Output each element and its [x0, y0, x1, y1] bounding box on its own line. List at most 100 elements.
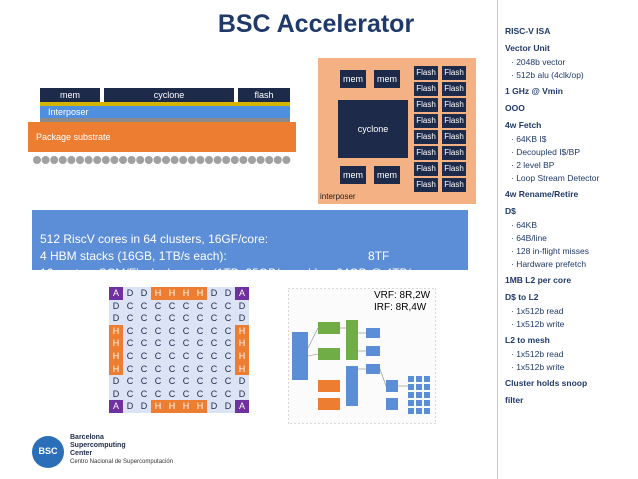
grid-cell: C [123, 337, 137, 350]
grid-cell: C [123, 387, 137, 401]
grid-cell: C [207, 375, 221, 388]
grid-cell: C [221, 312, 235, 325]
grid-cell: C [151, 324, 165, 338]
grid-cell: D [123, 400, 137, 413]
package-side-view: mem cyclone flash Interposer Package sub… [28, 88, 296, 188]
summary-box: 512 RiscV cores in 64 clusters, 16GF/cor… [32, 210, 468, 297]
solder-ball [153, 156, 162, 164]
sidebar-heading: OOO [505, 103, 525, 113]
summary-line-3-text: 16 custom SCM/Flash channels (1TB, 25GB/… [40, 266, 323, 280]
green-block-2 [318, 348, 340, 360]
solder-ball [187, 156, 196, 164]
vrf-label: VRF: 8R,2W [374, 290, 431, 301]
grid-cell: C [137, 362, 151, 376]
top-mem-4: mem [374, 166, 400, 184]
grid-cell: D [235, 387, 249, 401]
grid-cell: H [193, 287, 207, 300]
flash-chip: Flash [442, 130, 466, 144]
side-flash-chip: flash [238, 88, 290, 102]
sidebar-heading: D$ [505, 206, 516, 216]
bsc-logo-mark: BSC [32, 436, 64, 468]
grid-cell: D [123, 287, 137, 300]
logo-line-1: Barcelona [70, 434, 104, 441]
grid-cell: H [151, 400, 165, 413]
hen-block [292, 332, 308, 380]
solder-ball [67, 156, 76, 164]
solder-ball [76, 156, 84, 164]
grid-cell: C [207, 299, 221, 313]
grid-cell: D [207, 287, 221, 300]
grid-cell: C [137, 324, 151, 338]
package-top-view: mem mem cyclone mem mem interposer Flash… [318, 58, 476, 204]
grid-cell: D [207, 400, 221, 413]
grid-cell: C [123, 299, 137, 313]
grid-cell: C [221, 362, 235, 376]
top-mem-1: mem [340, 70, 366, 88]
grid-cell: C [179, 299, 193, 313]
green-block-1 [318, 322, 340, 334]
flash-chip: Flash [414, 146, 438, 160]
microbumps [40, 102, 290, 106]
solder-ball [170, 156, 179, 164]
solder-ball [50, 156, 59, 164]
flash-chip: Flash [442, 162, 466, 176]
top-mem-2: mem [374, 70, 400, 88]
vrf-column [346, 320, 358, 360]
flash-chip: Flash [414, 114, 438, 128]
flash-chip: Flash [414, 178, 438, 192]
solder-ball [248, 156, 256, 164]
grid-cell: C [137, 312, 151, 325]
grid-cell: C [207, 312, 221, 325]
grid-cell: C [123, 375, 137, 388]
grid-cell: C [193, 337, 207, 350]
logo-line-4: Centro Nacional de Supercomputación [70, 459, 174, 465]
grid-cell: C [137, 350, 151, 363]
solder-ball [93, 156, 102, 164]
grid-cell: C [165, 312, 179, 325]
sidebar-heading: 4w Rename/Retire [505, 189, 579, 199]
grid-cell: C [151, 375, 165, 388]
grid-cell: C [165, 299, 179, 313]
orange-block-2 [318, 398, 340, 410]
solder-ball [265, 156, 274, 164]
grid-cell: D [235, 312, 249, 325]
flash-chip: Flash [442, 98, 466, 112]
summary-line-3: 16 custom SCM/Flash channels (1TB, 25GB/… [40, 248, 460, 297]
flash-chip: Flash [442, 178, 466, 192]
sidebar-heading: Cluster holds snoop [505, 378, 588, 388]
grid-cell: D [221, 287, 235, 300]
grid-cell: C [193, 387, 207, 401]
sidebar-bullet: · 1x512b read [511, 306, 564, 316]
solder-ball [33, 156, 41, 164]
grid-cell: C [221, 350, 235, 363]
grid-cell: C [207, 362, 221, 376]
sidebar-heading: 4w Fetch [505, 120, 542, 130]
grid-cell: C [207, 387, 221, 401]
summary-line-2-value: 64GB @ 4TB/s [336, 266, 417, 280]
solder-ball [144, 156, 153, 164]
flash-chip: Flash [414, 130, 438, 144]
grid-cell: A [109, 287, 123, 300]
grid-cell: H [235, 350, 249, 363]
grid-cell: C [221, 299, 235, 313]
sidebar-bullet: · 1x512b write [511, 362, 565, 372]
grid-cell: C [151, 387, 165, 401]
solder-ball [179, 156, 188, 164]
grid-cell: D [109, 375, 123, 388]
grid-cell: H [109, 362, 123, 376]
grid-cell: C [165, 337, 179, 350]
solder-ball [110, 156, 119, 164]
grid-cell: D [137, 287, 151, 300]
top-cyclone: cyclone [338, 100, 408, 158]
flash-chip: Flash [442, 66, 466, 80]
grid-cell: C [123, 362, 137, 376]
grid-cell: C [207, 337, 221, 350]
grid-cell: C [165, 324, 179, 338]
grid-cell: H [151, 287, 165, 300]
grid-cell: C [193, 312, 207, 325]
solder-ball [41, 156, 50, 164]
grid-cell: C [165, 375, 179, 388]
flash-chip: Flash [442, 146, 466, 160]
sidebar-heading: 1MB L2 per core [505, 275, 572, 285]
